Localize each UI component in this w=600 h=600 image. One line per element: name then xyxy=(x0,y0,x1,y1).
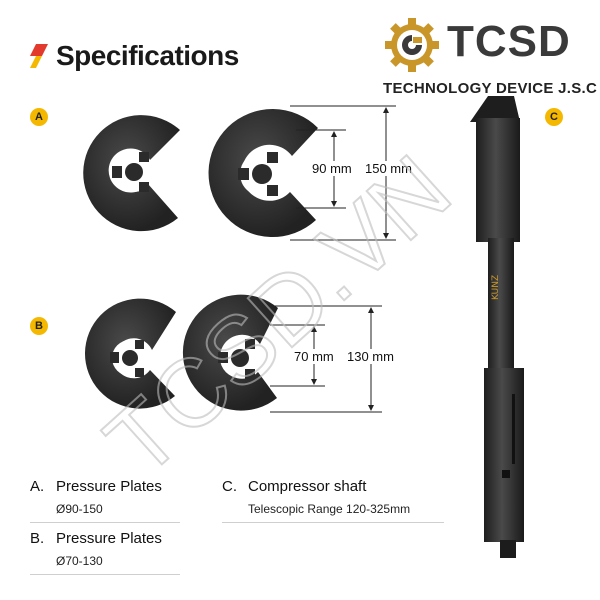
dimension-label-a-inner: 90 mm xyxy=(311,161,353,176)
logo-tagline: TECHNOLOGY DEVICE J.S.C xyxy=(383,80,598,97)
compressor-shaft xyxy=(470,96,524,558)
dimension-label-a-outer: 150 mm xyxy=(364,161,413,176)
dimension-label-b-inner: 70 mm xyxy=(293,349,335,364)
caption-a-divider xyxy=(30,522,180,523)
caption-b-title: Pressure Plates xyxy=(56,530,162,547)
shaft-marking: KUNZ xyxy=(491,275,501,300)
dimension-lines-b xyxy=(270,305,382,413)
caption-c-letter: C. xyxy=(222,478,237,495)
caption-b-letter: B. xyxy=(30,530,45,547)
badge-c: C xyxy=(545,108,563,126)
caption-a-sub: Ø90-150 xyxy=(56,502,103,516)
caption-b-divider xyxy=(30,574,180,575)
caption-c-divider xyxy=(222,522,444,523)
logo-wordmark: TCSD xyxy=(447,17,571,66)
gear-logo-icon xyxy=(385,18,439,72)
caption-a-letter: A. xyxy=(30,478,45,495)
title-accent-icon xyxy=(30,44,48,68)
caption-b-sub: Ø70-130 xyxy=(56,554,103,568)
pressure-plate-b-large xyxy=(182,294,278,411)
caption-c-sub: Telescopic Range 120-325mm xyxy=(248,502,411,516)
badge-a: A xyxy=(30,108,48,126)
dimension-label-b-outer: 130 mm xyxy=(346,349,395,364)
pressure-plate-b-small xyxy=(84,298,176,409)
page-title: Specifications xyxy=(56,40,239,71)
pressure-plate-a-small xyxy=(83,115,180,232)
caption-c-title: Compressor shaft xyxy=(248,478,367,495)
badge-b: B xyxy=(30,317,48,335)
pressure-plate-a-large xyxy=(208,109,318,238)
caption-a-title: Pressure Plates xyxy=(56,478,162,495)
